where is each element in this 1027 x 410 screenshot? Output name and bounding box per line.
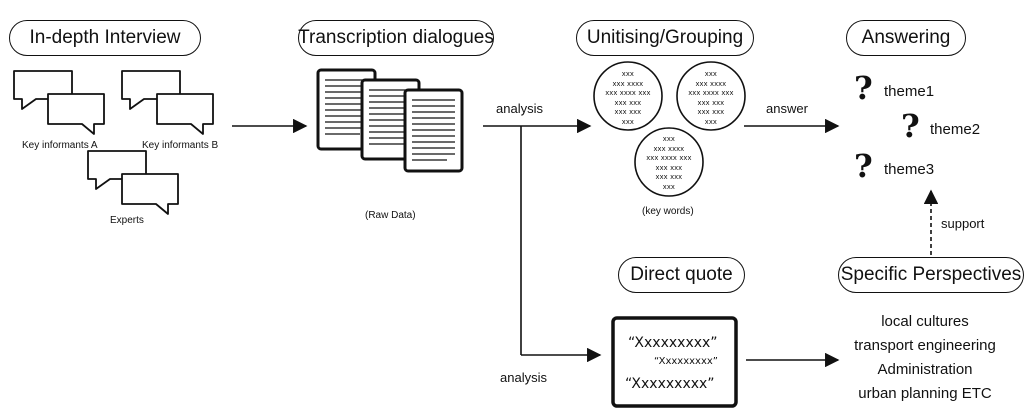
caption-raw-data: (Raw Data) [365, 210, 416, 221]
question-mark-icon-3: ? [854, 147, 873, 185]
edge-label-support: support [941, 216, 985, 231]
speech-bubbles-icon-b [121, 70, 214, 135]
label-key-informants-a: Key informants A [22, 140, 98, 151]
speech-bubbles-icon-experts [87, 150, 179, 215]
caption-key-words: (key words) [642, 206, 694, 217]
label-key-informants-b: Key informants B [142, 140, 219, 151]
quote-line-2: “Xxxxxxxxx” [654, 356, 718, 367]
perspective-transport-engineering: transport engineering [854, 337, 996, 354]
stage-direct-quote: Direct quote [618, 257, 745, 293]
perspective-local-cultures: local cultures [881, 313, 969, 330]
theme-2: theme2 [930, 121, 981, 138]
stage-unitising-grouping: Unitising/Grouping [576, 20, 754, 56]
label-experts: Experts [110, 215, 144, 226]
question-mark-icon-2: ? [901, 107, 920, 145]
stage-specific-perspectives: Specific Perspectives [838, 257, 1024, 293]
stage-answering: Answering [846, 20, 966, 56]
documents-icon [316, 68, 464, 173]
quote-line-1: “Xxxxxxxxx” [628, 335, 718, 351]
stage-transcription-dialogues: Transcription dialogues [298, 20, 494, 56]
perspective-urban-planning: urban planning ETC [858, 385, 992, 402]
theme-3: theme3 [884, 161, 935, 178]
perspective-administration: Administration [877, 361, 973, 378]
question-mark-icon-1: ? [854, 69, 873, 107]
edge-label-analysis-bottom: analysis [500, 370, 547, 385]
quote-line-3: “Xxxxxxxxx” [625, 376, 715, 392]
direct-quote-box [611, 316, 738, 408]
flow-arrows [232, 118, 939, 368]
edge-label-answer: answer [766, 101, 808, 116]
keyword-circle-1 [593, 61, 663, 131]
keyword-circle-2 [676, 61, 746, 131]
stage-in-depth-interview: In-depth Interview [9, 20, 201, 56]
edge-label-analysis-top: analysis [496, 101, 543, 116]
speech-bubbles-icon-a [13, 70, 105, 135]
keyword-circle-3 [634, 127, 704, 197]
theme-1: theme1 [884, 83, 935, 100]
